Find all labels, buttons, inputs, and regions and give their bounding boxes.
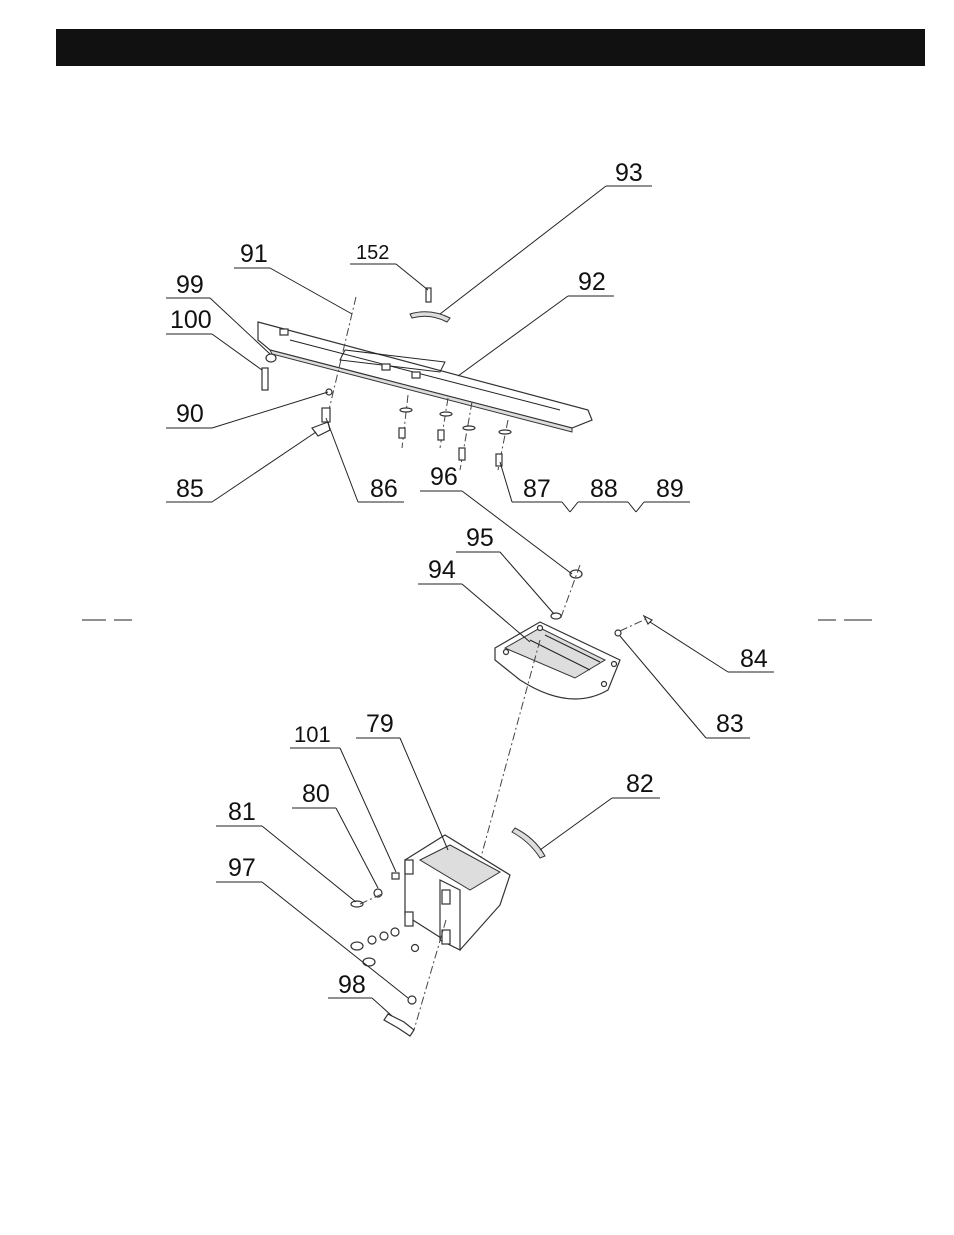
callout-82: 82 xyxy=(540,770,660,850)
callout-90: 90 xyxy=(166,392,328,428)
svg-text:88: 88 xyxy=(590,475,618,503)
callout-92: 92 xyxy=(458,268,614,376)
svg-text:99: 99 xyxy=(176,271,204,299)
svg-text:152: 152 xyxy=(356,242,389,264)
svg-text:97: 97 xyxy=(228,854,256,882)
svg-text:86: 86 xyxy=(370,475,398,503)
callout-80: 80 xyxy=(292,780,378,888)
callout-93: 93 xyxy=(440,159,652,314)
svg-text:83: 83 xyxy=(716,710,744,738)
callout-95: 95 xyxy=(456,524,554,614)
callout-84: 84 xyxy=(650,622,774,673)
svg-text:79: 79 xyxy=(366,710,394,738)
callout-152: 152 xyxy=(350,242,428,290)
callout-97: 97 xyxy=(216,854,408,998)
svg-text:82: 82 xyxy=(626,770,654,798)
callout-86: 86 xyxy=(326,418,404,503)
callout-85: 85 xyxy=(166,432,316,503)
callout-91: 91 xyxy=(234,240,352,314)
svg-text:84: 84 xyxy=(740,645,768,673)
svg-text:92: 92 xyxy=(578,268,606,296)
callout-100: 100 xyxy=(166,306,262,370)
svg-text:94: 94 xyxy=(428,556,456,584)
svg-text:81: 81 xyxy=(228,798,256,826)
callout-81: 81 xyxy=(216,798,356,902)
callout-87-88-89: 87 88 89 xyxy=(500,462,690,512)
callout-79: 79 xyxy=(356,710,448,850)
svg-text:85: 85 xyxy=(176,475,204,503)
callout-83: 83 xyxy=(620,636,750,738)
svg-text:80: 80 xyxy=(302,780,330,808)
svg-text:95: 95 xyxy=(466,524,494,552)
svg-text:90: 90 xyxy=(176,400,204,428)
svg-text:100: 100 xyxy=(170,306,212,334)
svg-text:98: 98 xyxy=(338,971,366,999)
svg-text:87: 87 xyxy=(523,475,551,503)
svg-text:101: 101 xyxy=(294,722,331,747)
svg-text:89: 89 xyxy=(656,475,684,503)
svg-text:91: 91 xyxy=(240,240,268,268)
svg-text:96: 96 xyxy=(430,463,458,491)
callout-94: 94 xyxy=(418,556,530,642)
svg-text:93: 93 xyxy=(615,159,643,187)
